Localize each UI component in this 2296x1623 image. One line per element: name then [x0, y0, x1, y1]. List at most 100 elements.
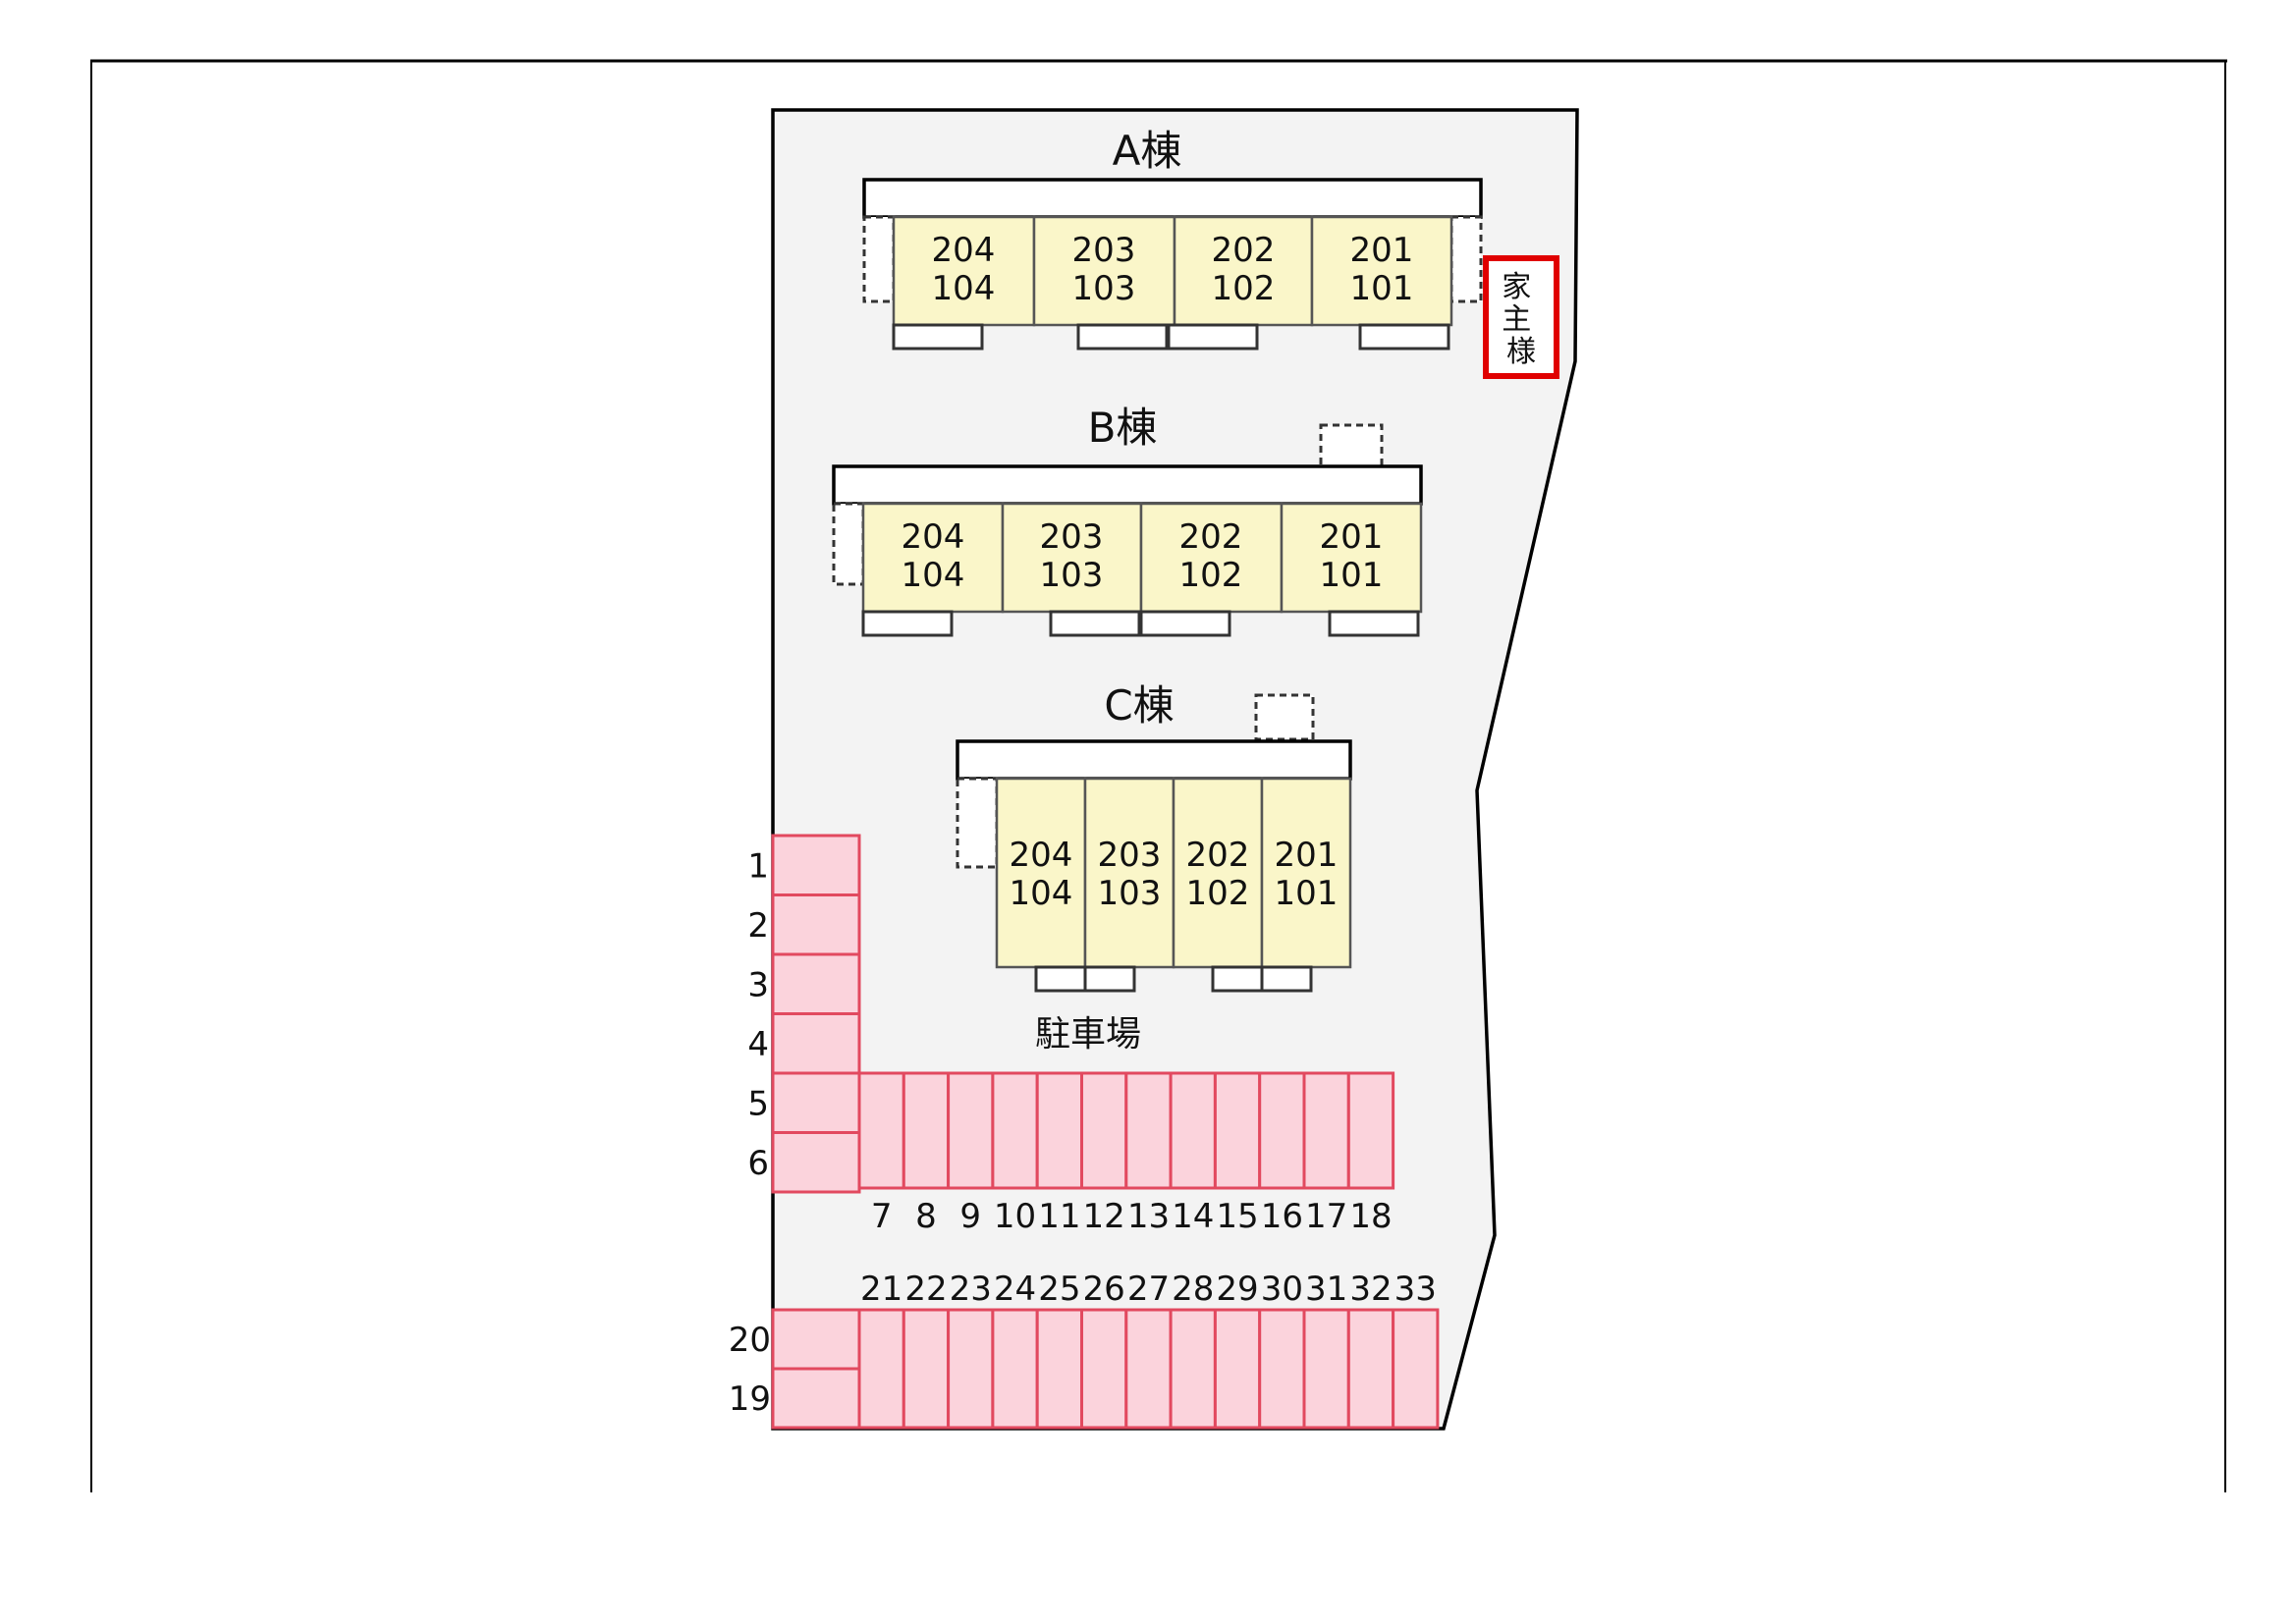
parking-space-number: 15: [1216, 1197, 1258, 1236]
unit-upper-number: 201: [1275, 836, 1339, 875]
parking-space-19: [771, 1367, 861, 1430]
parking-space-number: 19: [729, 1380, 771, 1419]
parking-space-number: 6: [747, 1144, 769, 1183]
building-a-stair-right: [1449, 215, 1483, 303]
parking-space-number: 26: [1083, 1270, 1125, 1309]
building-c-unit-2: 203 103: [1083, 777, 1175, 969]
parking-space-number: 21: [860, 1270, 902, 1309]
unit-lower-number: 101: [1275, 874, 1339, 913]
parking-space-number: 17: [1305, 1197, 1347, 1236]
parking-space-number: 11: [1038, 1197, 1080, 1236]
unit-lower-number: 101: [1350, 269, 1414, 308]
unit-upper-number: 201: [1350, 231, 1414, 270]
parking-space-5: [771, 1071, 861, 1134]
building-a-unit-2: 203 103: [1032, 215, 1176, 327]
building-c-unit-1: 204 104: [995, 777, 1087, 969]
unit-lower-number: 104: [932, 269, 996, 308]
unit-upper-number: 203: [1098, 836, 1162, 875]
building-a-steps: [892, 323, 1450, 351]
parking-space-4: [771, 1012, 861, 1075]
building-a-unit-1: 204 104: [892, 215, 1036, 327]
parking-space-number: 27: [1127, 1270, 1170, 1309]
parking-space-15: [1213, 1071, 1262, 1190]
parking-space-number: 13: [1127, 1197, 1170, 1236]
building-c: C棟 204 104 203 103 202 102 201 101: [956, 681, 1352, 993]
parking-label: 駐車場: [1035, 1014, 1141, 1055]
parking-space-number: 8: [915, 1197, 937, 1236]
parking-space-number: 22: [904, 1270, 947, 1309]
parking-space-8: [902, 1071, 951, 1190]
building-a-unit-3: 202 102: [1173, 215, 1314, 327]
parking-space-9: [947, 1071, 995, 1190]
building-a-label: A棟: [1113, 127, 1182, 175]
parking-space-27: [1124, 1308, 1173, 1430]
parking-space-17: [1302, 1071, 1350, 1190]
parking-space-31: [1302, 1308, 1350, 1430]
parking-space-6: [771, 1131, 861, 1194]
parking-space-29: [1213, 1308, 1262, 1430]
unit-upper-number: 203: [1072, 231, 1136, 270]
owner-residence-marker: 家 主 様: [1483, 255, 1559, 379]
building-c-corridor: [956, 739, 1352, 781]
unit-lower-number: 103: [1098, 874, 1162, 913]
parking-space-number: 28: [1172, 1270, 1214, 1309]
parking-space-30: [1258, 1308, 1306, 1430]
building-b-unit-1: 204 104: [861, 502, 1005, 614]
unit-lower-number: 103: [1040, 556, 1104, 595]
parking-space-number: 9: [959, 1197, 981, 1236]
parking-space-number: 29: [1216, 1270, 1258, 1309]
building-a-corridor: [862, 178, 1483, 219]
parking-space-11: [1035, 1071, 1083, 1190]
parking-space-number: 33: [1394, 1270, 1437, 1309]
parking-space-number: 4: [747, 1025, 769, 1064]
building-c-label: C棟: [1104, 681, 1174, 730]
parking-space-number: 16: [1261, 1197, 1303, 1236]
parking-space-number: 7: [871, 1197, 893, 1236]
parking-space-number: 1: [747, 846, 769, 886]
unit-lower-number: 102: [1186, 874, 1250, 913]
parking-space-32: [1346, 1308, 1395, 1430]
parking-space-number: 20: [729, 1321, 771, 1360]
parking-space-1: [771, 834, 861, 896]
parking-space-23: [947, 1308, 995, 1430]
parking-space-number: 18: [1349, 1197, 1392, 1236]
building-a: A棟 204 104 203 103 202 102 201 101: [862, 127, 1483, 351]
building-b-label: B棟: [1088, 404, 1158, 452]
building-b-corridor: [832, 464, 1423, 506]
building-b-stair-top: [1319, 423, 1384, 468]
unit-upper-number: 202: [1186, 836, 1250, 875]
building-b-unit-3: 202 102: [1139, 502, 1284, 614]
parking-space-number: 14: [1172, 1197, 1214, 1236]
parking-space-number: 32: [1349, 1270, 1392, 1309]
unit-upper-number: 204: [1010, 836, 1073, 875]
parking-space-24: [991, 1308, 1039, 1430]
unit-upper-number: 204: [902, 517, 965, 557]
building-c-unit-3: 202 102: [1172, 777, 1264, 969]
parking-space-2: [771, 893, 861, 956]
parking-space-number: 12: [1083, 1197, 1125, 1236]
unit-lower-number: 104: [902, 556, 965, 595]
unit-upper-number: 201: [1320, 517, 1384, 557]
parking-space-22: [902, 1308, 951, 1430]
parking-space-26: [1080, 1308, 1128, 1430]
parking-space-number: 23: [950, 1270, 992, 1309]
building-a-unit-4: 201 101: [1310, 215, 1453, 327]
parking-space-3: [771, 952, 861, 1015]
unit-lower-number: 102: [1212, 269, 1276, 308]
parking-space-number: 30: [1261, 1270, 1303, 1309]
page-frame: [90, 59, 2227, 1492]
parking-space-number: 2: [747, 906, 769, 946]
building-c-steps: [1034, 965, 1313, 993]
unit-lower-number: 104: [1010, 874, 1073, 913]
building-c-stair-left: [956, 777, 999, 869]
unit-upper-number: 203: [1040, 517, 1104, 557]
unit-upper-number: 202: [1212, 231, 1276, 270]
owner-label: 家 主 様: [1502, 270, 1541, 369]
parking-space-number: 24: [994, 1270, 1036, 1309]
parking-space-25: [1035, 1308, 1083, 1430]
